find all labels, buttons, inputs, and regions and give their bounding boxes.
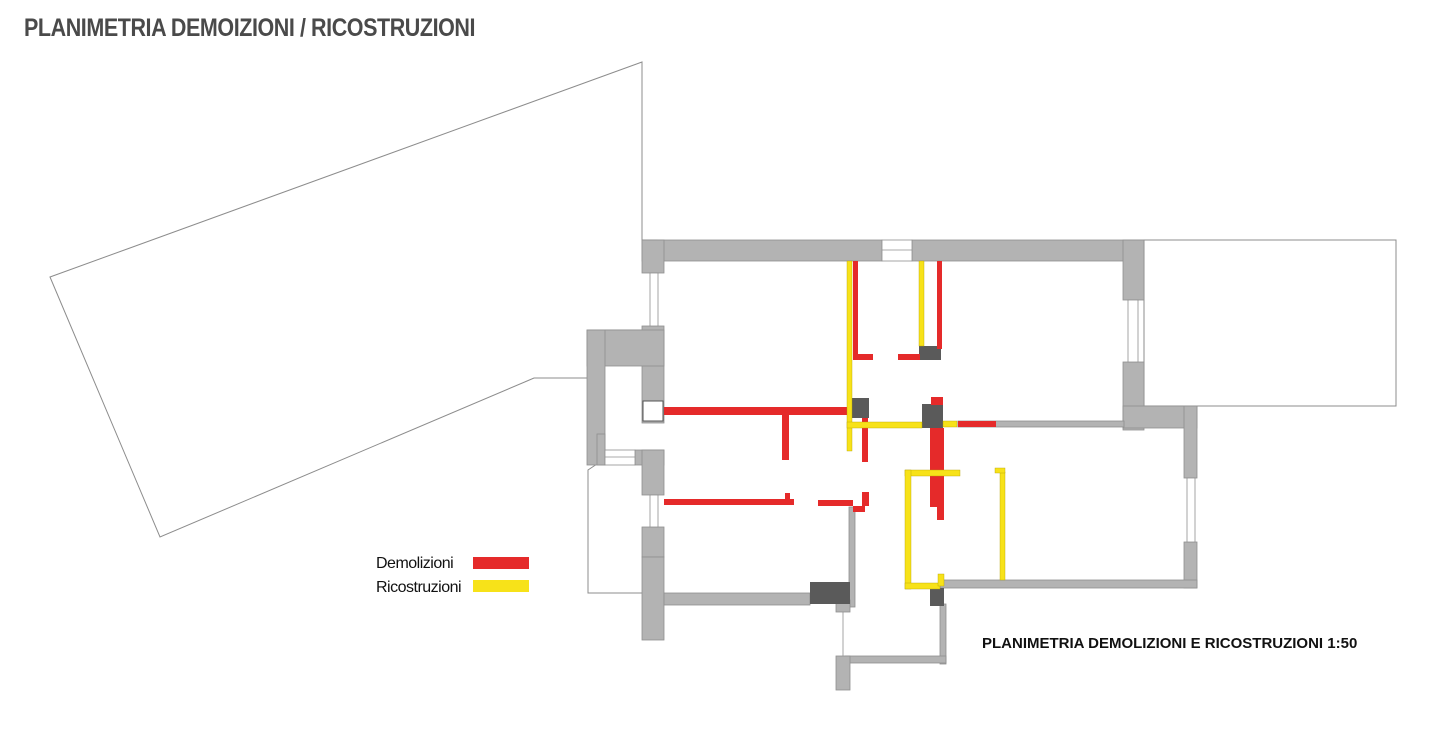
columns	[810, 346, 944, 606]
demolition-vertical-top-left	[853, 261, 858, 360]
demolition-walls	[664, 261, 996, 520]
reconstruction-room-bottom	[904, 582, 941, 590]
reconstruction-room-top	[904, 469, 961, 477]
demolition-horizontal-lower	[664, 499, 794, 505]
wall-corridor-vertical	[939, 603, 947, 665]
column-center	[922, 404, 943, 428]
wall-right-top	[1122, 239, 1145, 301]
column-center-left	[851, 398, 869, 418]
wall-left-lower-a	[641, 449, 665, 496]
bay-left	[586, 329, 606, 466]
legend-swatch-ricostruzioni	[473, 580, 529, 592]
demolition-top-left-foot	[853, 354, 873, 360]
reconstruction-vertical-top-left	[846, 260, 853, 452]
existing-walls	[586, 239, 1198, 691]
reconstruction-vertical-top-right	[918, 260, 925, 347]
windows	[604, 239, 1196, 656]
column-bottom-center	[930, 588, 944, 606]
wall-left-lower-c	[641, 556, 665, 641]
legend-swatch-demolizioni	[473, 557, 529, 569]
demolition-lower-right-stub	[862, 492, 869, 506]
window-right-upper	[1127, 299, 1139, 363]
demolition-center-vertical-lower	[937, 490, 944, 520]
wall-corridor-end	[835, 655, 851, 691]
wall-left-upper	[641, 239, 665, 274]
demolition-stub-1	[782, 415, 789, 460]
reconstruction-right-vertical	[999, 471, 1006, 581]
reconstruction-room-stub	[937, 573, 945, 587]
terrace-outline-left-lower	[587, 461, 642, 594]
wall-left-lower-b	[641, 526, 665, 558]
bay-step	[596, 433, 606, 466]
demolition-center-small	[862, 418, 868, 462]
demolition-lower-right	[818, 500, 853, 506]
terrace-outline-right	[1143, 239, 1397, 407]
window-left-lower	[649, 494, 659, 528]
legend-label-demolizioni: Demolizioni	[376, 555, 453, 572]
reconstruction-walls	[846, 260, 1006, 590]
bay-column-outline	[642, 400, 664, 422]
demolition-lower-stub	[785, 493, 790, 501]
window-left-upper	[649, 272, 659, 327]
wall-top-left	[641, 239, 883, 262]
wall-bottom-right	[939, 579, 1198, 589]
demolition-right-segment	[958, 421, 996, 427]
terrace-outline-left	[49, 61, 658, 538]
demolition-top-right-foot	[898, 354, 920, 360]
column-bottom-left	[810, 582, 850, 604]
legend: Demolizioni Ricostruzioni	[376, 555, 529, 596]
window-right-lower	[1186, 477, 1196, 543]
plan-caption: PLANIMETRIA DEMOLIZIONI E RICOSTRUZIONI …	[982, 635, 1357, 652]
demolition-center-top	[931, 397, 943, 405]
reconstruction-right-top	[994, 467, 1006, 474]
demolition-center-vertical	[930, 428, 944, 507]
window-bay	[604, 449, 636, 466]
wall-top-right	[911, 239, 1145, 262]
reconstruction-center-stub	[942, 420, 958, 428]
demolition-lower-right-post	[853, 506, 865, 512]
column-top-right	[919, 346, 941, 360]
demolition-horizontal-upper	[664, 407, 847, 415]
window-top	[881, 239, 913, 262]
wall-bottom-left	[663, 592, 811, 606]
wall-corridor-horizontal	[844, 655, 947, 664]
reconstruction-horizontal-center	[846, 421, 923, 429]
wall-right-lower-a	[1183, 405, 1198, 479]
page-title: PLANIMETRIA DEMOIZIONI / RICOSTRUZIONI	[24, 14, 476, 42]
legend-label-ricostruzioni: Ricostruzioni	[376, 579, 461, 596]
reconstruction-room-left	[904, 469, 912, 590]
demolition-vertical-top-right	[937, 261, 942, 349]
wall-stair-vertical	[848, 506, 856, 608]
